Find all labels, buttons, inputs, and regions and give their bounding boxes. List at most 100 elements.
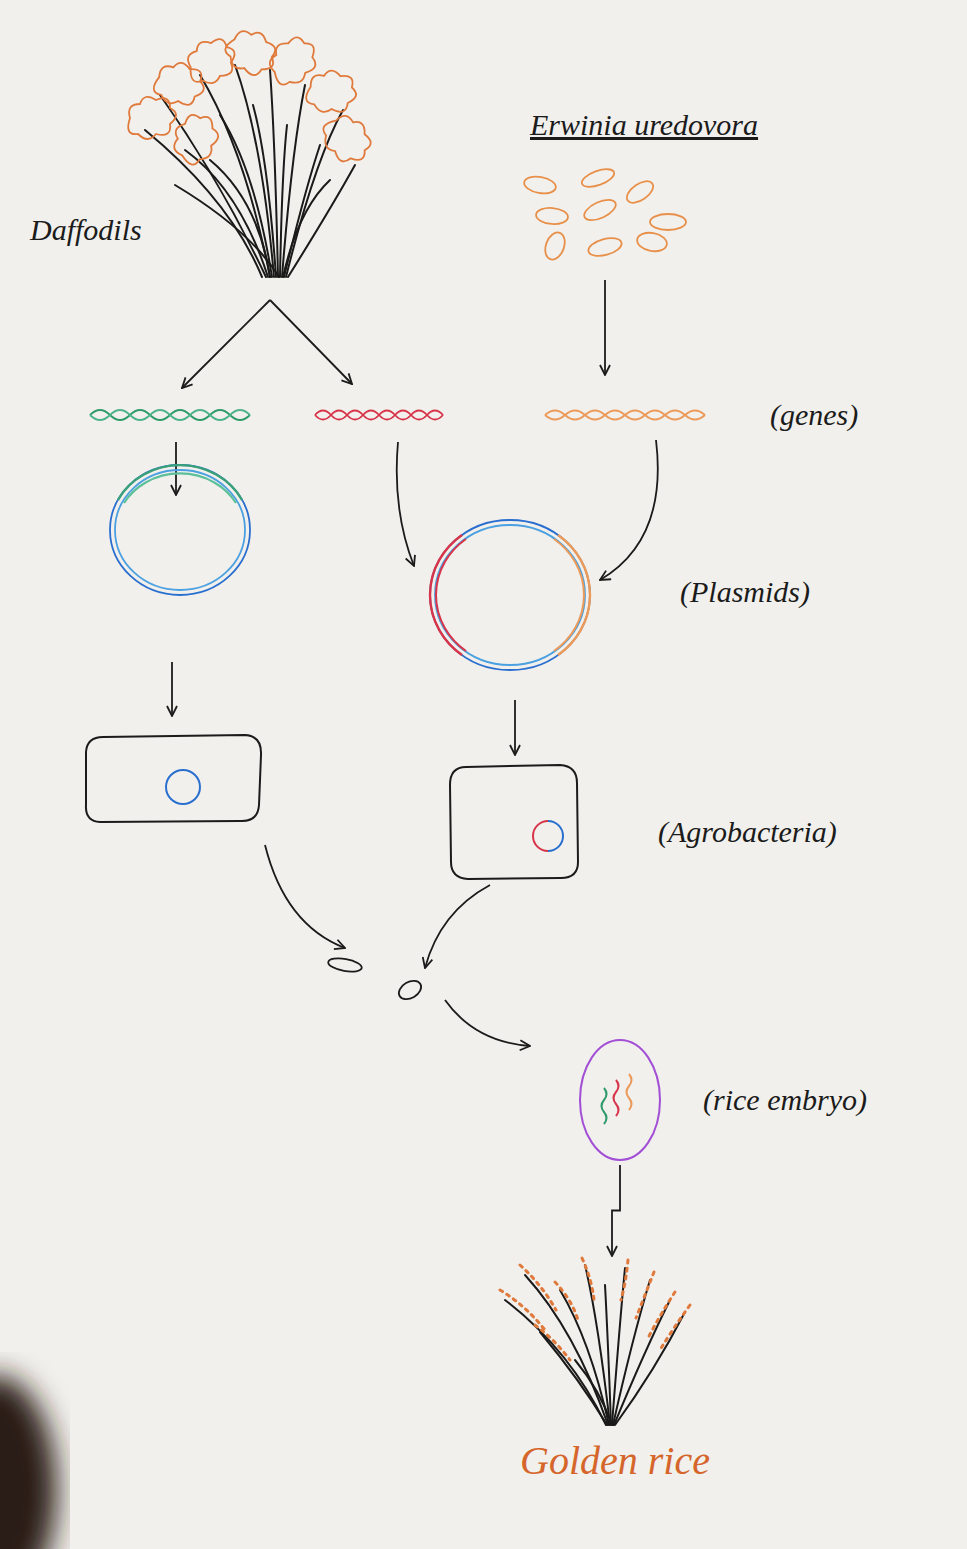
gene-strand bbox=[545, 411, 705, 420]
daffodil-flowers bbox=[128, 22, 377, 171]
flow-arrows bbox=[172, 280, 658, 1046]
row-label: (genes) bbox=[770, 398, 858, 433]
flow-arrows bbox=[425, 885, 490, 968]
rice-grains bbox=[520, 1265, 556, 1310]
flow-arrows bbox=[182, 300, 270, 388]
gene-strand bbox=[90, 410, 250, 420]
bacteria bbox=[542, 230, 568, 262]
item-label: Daffodils bbox=[30, 213, 142, 248]
rice-grains bbox=[636, 1272, 654, 1318]
plasmid bbox=[118, 465, 242, 500]
rice-plant-stems bbox=[605, 1285, 611, 1425]
rice-plant-stems bbox=[575, 1360, 612, 1425]
bacteria bbox=[623, 177, 657, 207]
plasmid bbox=[558, 535, 590, 655]
rice-tissue bbox=[396, 977, 425, 1003]
daffodil-stems bbox=[284, 145, 320, 277]
daffodil-stems bbox=[200, 75, 270, 277]
illustrated-item: Golden rice bbox=[470, 1258, 764, 1503]
daffodil-flowers bbox=[304, 66, 361, 119]
agrobacterium-cell bbox=[548, 821, 563, 851]
flow-arrows bbox=[270, 300, 352, 384]
rice-plant-stems bbox=[615, 1312, 685, 1425]
flow-arrows bbox=[175, 442, 177, 495]
gene-strand bbox=[315, 411, 443, 420]
bacteria bbox=[523, 174, 557, 195]
plasmid bbox=[430, 535, 462, 655]
bacteria bbox=[581, 196, 619, 225]
flow-arrow bbox=[612, 1165, 620, 1256]
daffodil-stems bbox=[145, 65, 355, 277]
rice-grains bbox=[500, 1258, 690, 1360]
bacteria bbox=[535, 207, 568, 226]
plasmid bbox=[430, 520, 590, 670]
plasmid bbox=[436, 539, 466, 651]
rice-plant-stems bbox=[505, 1265, 685, 1425]
illustrated-item: Erwinia uredovora bbox=[525, 108, 865, 273]
rice-grains bbox=[582, 1258, 594, 1300]
agrobacterium-cell bbox=[86, 735, 578, 879]
plasmid bbox=[115, 470, 245, 590]
flow-arrows bbox=[265, 845, 345, 948]
bacteria bbox=[580, 166, 617, 191]
daffodil-flowers bbox=[220, 22, 284, 85]
bacteria bbox=[650, 214, 686, 230]
rice-plant-stems bbox=[540, 1332, 607, 1425]
item-label: (rice embryo) bbox=[703, 1083, 867, 1118]
rice-grains bbox=[555, 1282, 578, 1320]
flow-arrows bbox=[171, 662, 173, 716]
agrobacterium-cell bbox=[86, 735, 261, 822]
rice-tissue bbox=[327, 956, 424, 1003]
daffodil-flowers bbox=[317, 109, 377, 171]
rice-embryo bbox=[627, 1074, 632, 1110]
rice-embryo bbox=[602, 1088, 607, 1124]
plasmid bbox=[124, 473, 236, 503]
photo-shadow bbox=[0, 1375, 57, 1549]
flow-arrows bbox=[514, 700, 516, 755]
daffodil-flowers bbox=[263, 31, 325, 91]
flow-arrows bbox=[397, 442, 414, 566]
rice-plant-stems bbox=[505, 1300, 606, 1425]
illustrated-item: (rice embryo) bbox=[575, 1035, 945, 1163]
gene-strand bbox=[90, 410, 250, 420]
rice-plant-stems bbox=[585, 1265, 610, 1425]
item-label: Golden rice bbox=[470, 1438, 760, 1484]
rice-plant-stems bbox=[614, 1300, 670, 1425]
daffodil-stems bbox=[288, 165, 355, 277]
daffodil-flowers bbox=[150, 57, 209, 113]
gene-strand bbox=[315, 411, 443, 420]
bacteria bbox=[587, 235, 624, 259]
agrobacterium-cell bbox=[450, 765, 578, 879]
rice-plant-stems bbox=[525, 1275, 608, 1425]
rice-grains bbox=[535, 1325, 570, 1360]
agrobacterium-cell bbox=[533, 821, 548, 851]
daffodil-flowers bbox=[165, 106, 228, 170]
rice-embryo bbox=[580, 1040, 660, 1160]
rice-grains bbox=[621, 1260, 628, 1300]
flow-arrows bbox=[600, 440, 658, 580]
daffodil-stems bbox=[283, 180, 330, 277]
row-label: (Agrobacteria) bbox=[658, 815, 837, 850]
item-label: Erwinia uredovora bbox=[530, 108, 758, 143]
rice-tissue bbox=[327, 956, 363, 974]
plasmid bbox=[110, 465, 590, 670]
bacteria bbox=[636, 231, 669, 254]
plasmid bbox=[435, 525, 585, 665]
bacteria bbox=[523, 166, 686, 263]
flow-arrows bbox=[445, 1000, 530, 1046]
daffodil-stems bbox=[286, 110, 343, 277]
plasmid bbox=[110, 465, 250, 595]
agrobacterium-cell bbox=[166, 770, 200, 804]
rice-grains bbox=[500, 1290, 545, 1330]
rice-embryo bbox=[614, 1080, 619, 1116]
rice-embryo bbox=[580, 1040, 660, 1160]
rice-grains bbox=[660, 1305, 690, 1350]
daffodil-stems bbox=[210, 160, 270, 277]
gene-strand bbox=[545, 411, 705, 420]
daffodil-stems bbox=[270, 70, 278, 277]
flow-arrows bbox=[604, 280, 606, 375]
daffodil-stems bbox=[175, 185, 279, 277]
